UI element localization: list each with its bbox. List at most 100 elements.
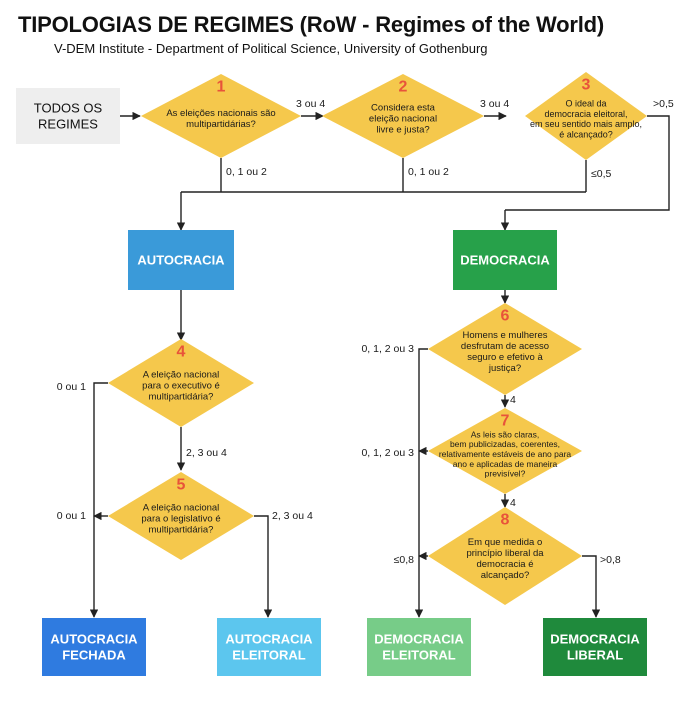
question-number: 1 [217,79,226,96]
outcome-autocracia-eleitoral-shape [217,618,321,676]
question-text-line: As leis são claras, [471,429,540,439]
question-text-line: relativamente estáveis de ano para [439,449,572,459]
edge-label: 2, 3 ou 4 [272,510,313,522]
edge-q6-eleitoral [414,348,428,618]
diagram-subtitle: V-DEM Institute - Department of Politica… [54,41,488,56]
autocracia-box-label-line: AUTOCRACIA [137,253,225,268]
edge-q4-fechada [89,382,108,618]
question-number: 8 [501,512,510,529]
question-text-line: seguro e efetivo à [467,352,543,363]
democracia-box-shape [453,230,557,290]
question-number: 3 [582,77,591,94]
question-7-diamond: 7As leis são claras,bem publicizadas, co… [428,408,582,494]
question-text-line: A eleição nacional [143,503,220,514]
question-text-line: eleição nacional [369,114,437,125]
edge-q3-yes [505,115,670,211]
question-7-diamond-shape [428,408,582,494]
question-text-line: multipartidárias? [186,119,256,130]
edge-label: 0, 1, 2 ou 3 [361,447,414,459]
outcome-autocracia-fechada-label-line: AUTOCRACIA [50,632,138,647]
question-text-line: desfrutam de acesso [461,341,549,352]
question-text-line: democracia é [476,559,533,570]
outcome-democracia-liberal-shape [543,618,647,676]
question-text-line: O ideal da [565,98,606,108]
edge-label: ≤0,8 [394,554,415,566]
question-text-line: democracia eleitoral, [544,109,627,119]
question-text-line: princípio liberal da [466,548,544,559]
outcome-autocracia-eleitoral-label-line: AUTOCRACIA [225,632,313,647]
question-text-line: justiça? [488,363,521,374]
question-text: As leis são claras,bem publicizadas, coe… [439,429,572,478]
question-number: 6 [501,308,510,325]
question-text-line: Homens e mulheres [462,330,547,341]
question-text-line: As eleições nacionais são [166,108,275,119]
question-text-line: para o executivo é [142,381,220,392]
question-text-line: bem publicizadas, coerentes, [450,439,560,449]
outcome-democracia-liberal-label-line: DEMOCRACIA [550,632,640,647]
question-number: 4 [177,344,186,361]
question-6-diamond-shape [428,303,582,395]
edge-label: 3 ou 4 [480,98,509,110]
question-text-line: multipartidária? [149,524,214,535]
democracia-box-label-line: DEMOCRACIA [460,253,550,268]
edge-label: 4 [510,497,516,509]
diagram-title: TIPOLOGIAS DE REGIMES (RoW - Regimes of … [18,12,605,37]
question-text-line: Em que medida o [468,537,542,548]
question-text-line: Considera esta [371,103,436,114]
question-1-diamond-shape [141,74,301,158]
question-text-line: ano e aplicadas de maneira [453,459,558,469]
edge-label: 0, 1, 2 ou 3 [361,343,414,355]
start-box-todos-regimes-shape [16,88,120,144]
question-2-diamond-shape [322,74,484,158]
edge-q5-eleitoral [254,515,273,618]
democracia-box: DEMOCRACIA [453,230,557,290]
question-number: 7 [501,413,510,430]
question-5-diamond-shape [108,472,254,560]
start-box-todos-regimes-label-line: TODOS OS [34,101,103,116]
start-box-todos-regimes-label-line: REGIMES [38,116,98,131]
question-number: 5 [177,477,186,494]
democracia-box-label: DEMOCRACIA [460,253,550,268]
outcome-democracia-eleitoral-label-line: DEMOCRACIA [374,632,464,647]
edge-label: 2, 3 ou 4 [186,447,227,459]
outcome-autocracia-eleitoral-label-line: ELEITORAL [232,647,305,662]
autocracia-box-shape [128,230,234,290]
edge-label: >0,5 [653,98,674,110]
outcome-democracia-eleitoral-label-line: ELEITORAL [382,647,455,662]
autocracia-box-label: AUTOCRACIA [137,253,225,268]
outcome-democracia-eleitoral-shape [367,618,471,676]
question-text-line: em seu sentido mais amplo, [530,119,642,129]
edge-label: >0,8 [600,554,621,566]
question-8-diamond-shape [428,507,582,605]
autocracia-box: AUTOCRACIA [128,230,234,290]
edge-q8-liberal [582,555,601,618]
edge-label: 0 ou 1 [57,381,86,393]
outcome-autocracia-fechada-label-line: FECHADA [62,647,126,662]
question-text-line: é alcançado? [559,130,613,140]
question-text-line: livre e justa? [376,124,429,135]
question-3-diamond-shape [525,72,647,160]
question-text-line: previsível? [485,469,526,479]
question-number: 2 [399,79,408,96]
outcome-autocracia-fechada-shape [42,618,146,676]
flowchart-edges [89,111,670,618]
